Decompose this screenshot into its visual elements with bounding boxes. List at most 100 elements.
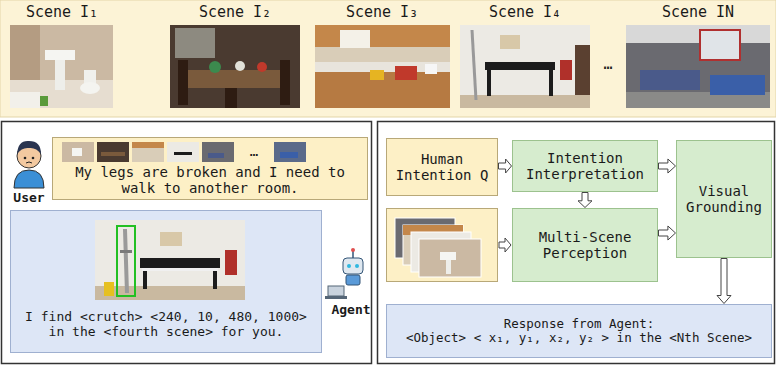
image-stack xyxy=(420,250,456,255)
image-stack xyxy=(387,209,498,282)
agent-icon xyxy=(347,264,351,268)
scene-thumbnail xyxy=(174,152,192,155)
image-stack xyxy=(440,252,456,260)
user-icon xyxy=(32,157,35,160)
scene-thumbnail xyxy=(280,152,298,158)
scene-panel xyxy=(0,0,776,117)
example-panel xyxy=(2,122,372,364)
scene-photo xyxy=(10,25,113,108)
agent-icon xyxy=(346,275,360,285)
agent-icon xyxy=(328,286,344,296)
scene-thumbnail xyxy=(132,142,164,162)
scene-photo xyxy=(560,60,572,80)
scene-photo xyxy=(10,25,113,108)
scene-thumbnail xyxy=(97,142,129,162)
agent-photo xyxy=(95,220,245,300)
answer-box: I find <crutch> <240, 10, 480, 1000> in … xyxy=(10,210,322,353)
scene-photo xyxy=(315,62,450,72)
scene-photo xyxy=(626,25,770,108)
image-stack xyxy=(419,239,481,277)
scene-thumbnail xyxy=(101,152,125,156)
scene-photo xyxy=(626,25,770,108)
agent-photo xyxy=(140,258,220,268)
scene-photo xyxy=(225,88,237,108)
agent-photo xyxy=(160,232,182,246)
scene-label: Scene IN xyxy=(662,4,734,21)
scene-thumbnail xyxy=(62,142,306,162)
hollow-arrow xyxy=(717,259,731,304)
actor-label: Agent xyxy=(331,303,370,317)
hollow-arrow xyxy=(499,238,511,252)
agent-photo xyxy=(125,229,127,293)
scene-photo xyxy=(45,50,75,60)
node-text: I find <crutch> <240, 10, 480, 1000> in … xyxy=(22,310,310,340)
scene-photo xyxy=(700,30,740,60)
scene-photo xyxy=(395,66,417,80)
scene-photo xyxy=(315,25,450,47)
scene-photo xyxy=(10,25,40,80)
agent-photo xyxy=(225,250,237,275)
scene-thumbnail xyxy=(62,142,94,162)
scene-photo xyxy=(485,62,555,70)
agent-icon xyxy=(352,251,354,258)
node-text: Visual Grounding xyxy=(681,183,767,215)
image-stack xyxy=(403,225,463,235)
agent-photo xyxy=(104,282,114,296)
scene-label: Scene I₂ xyxy=(199,4,271,21)
hollow-arrow xyxy=(499,238,511,252)
agent-photo xyxy=(95,220,245,300)
hollow-arrow xyxy=(499,159,512,173)
scene-photo xyxy=(460,95,590,108)
agent-photo xyxy=(213,271,217,289)
image-stack xyxy=(446,260,451,274)
scene-photo xyxy=(10,92,40,108)
scene-photo xyxy=(575,45,590,95)
output-box: Response from Agent:<Object> < x₁, y₁, x… xyxy=(386,304,772,358)
hollow-arrow xyxy=(659,226,676,240)
agent-photo xyxy=(143,271,147,289)
user-icon xyxy=(24,157,27,160)
user-icon xyxy=(26,162,32,163)
scene-photo xyxy=(257,62,267,72)
user-icon xyxy=(17,144,41,168)
scene-photo xyxy=(640,70,700,90)
ellipsis: … xyxy=(603,56,612,73)
scene-photo xyxy=(626,92,770,108)
node-text: Human Intention Q xyxy=(391,151,493,183)
node-text: Response from Agent: xyxy=(504,317,655,331)
agent-photo xyxy=(95,286,245,300)
scene-photo xyxy=(10,80,113,108)
scene-photo xyxy=(170,25,300,108)
scene-thumbnail xyxy=(72,148,82,156)
scene-photo xyxy=(549,70,553,96)
scene-thumbnail xyxy=(208,153,224,158)
scene-thumbnail xyxy=(132,142,164,148)
scene-photo xyxy=(315,25,450,108)
node-text: My legs are broken and I need to walk to… xyxy=(59,164,361,196)
scene-photo xyxy=(425,64,437,74)
image-stack xyxy=(387,209,498,282)
scene-photo xyxy=(626,25,770,43)
scene-photo xyxy=(209,61,221,73)
scene-photo xyxy=(185,70,285,88)
node-text: Multi-Scene Perception xyxy=(517,229,653,261)
scene-label: Scene I₃ xyxy=(346,4,418,21)
actor-label: User xyxy=(13,191,44,205)
scene-photo xyxy=(40,96,48,106)
scene-photo xyxy=(80,82,100,94)
scene-photo xyxy=(235,61,245,71)
agent-icon xyxy=(325,248,363,299)
process-box: Visual Grounding xyxy=(676,140,772,258)
scene-photo xyxy=(500,35,520,49)
user-icon xyxy=(14,141,44,188)
agent-icon xyxy=(325,296,347,299)
user-icon xyxy=(17,141,41,154)
scene-label: Scene I₄ xyxy=(489,4,561,21)
scene-photo xyxy=(710,75,765,95)
scene-thumbnail xyxy=(167,142,199,162)
scene-photo xyxy=(370,70,384,80)
scene-photo xyxy=(280,60,290,105)
scene-label: Scene I₁ xyxy=(26,4,98,21)
scene-photo xyxy=(487,70,491,96)
scene-photo xyxy=(84,70,96,86)
